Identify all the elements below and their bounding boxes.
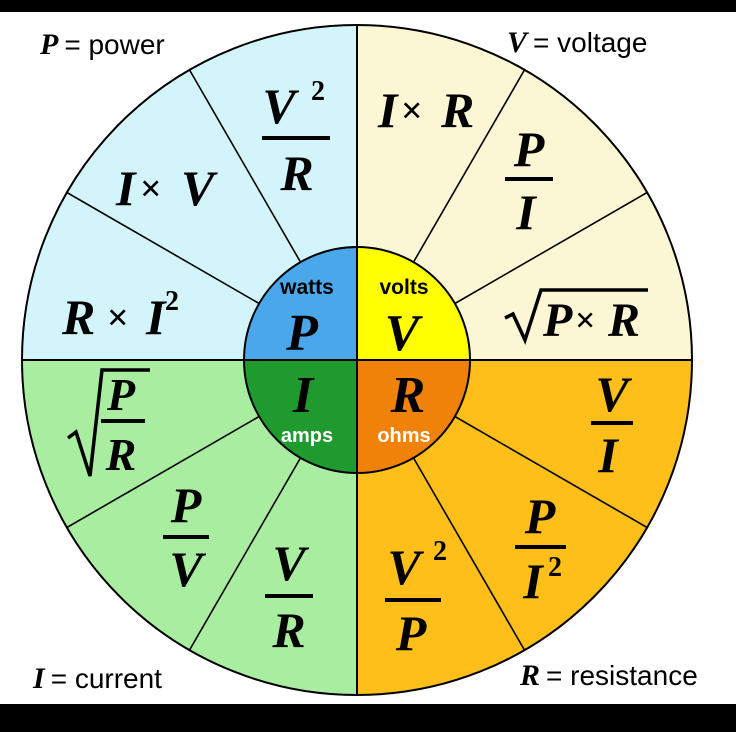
formula-voltage-sqrt-p-times-r: P × R	[504, 288, 648, 347]
svg-text:×: ×	[575, 300, 596, 340]
spoke	[188, 457, 302, 651]
svg-text:×: ×	[140, 168, 162, 210]
svg-text:V: V	[169, 541, 206, 597]
spoke	[454, 191, 648, 305]
svg-text:R: R	[607, 294, 640, 347]
legend-text: = voltage	[533, 27, 647, 58]
center-labels: watts P volts V I amps R ohms	[279, 276, 431, 447]
svg-text:I: I	[515, 184, 537, 240]
spoke	[188, 69, 302, 263]
legend-power: P= power	[39, 28, 165, 61]
svg-text:2: 2	[311, 76, 325, 107]
legend-current: I= current	[32, 662, 162, 695]
svg-text:R: R	[105, 429, 137, 480]
quadrant-resistance	[357, 360, 692, 695]
svg-text:P: P	[170, 477, 202, 533]
svg-text:I: I	[522, 553, 544, 609]
svg-text:V: V	[595, 366, 632, 422]
legend-resistance: R= resistance	[519, 659, 698, 692]
svg-text:P: P	[106, 369, 136, 420]
center-symbol-r: R	[390, 367, 426, 424]
unit-watts: watts	[279, 276, 334, 299]
formula-power-v2-over-r: V 2 R	[262, 76, 330, 201]
formula-power-r-times-i2: R × I 2	[61, 286, 179, 345]
svg-text:I: I	[145, 289, 167, 345]
svg-text:R: R	[61, 289, 95, 345]
quadrant-voltage	[357, 25, 692, 360]
corner-legends: P= power V= voltage I= current R= resist…	[32, 26, 698, 695]
formula-voltage-i-times-r: I × R	[377, 82, 474, 138]
formula-resistance-p-over-i2: P I 2	[515, 488, 566, 609]
center-symbol-v: V	[385, 305, 424, 362]
formula-current-p-over-v: P V	[163, 477, 209, 597]
formula-current-v-over-r: V R	[265, 535, 313, 658]
center-power	[244, 247, 357, 360]
svg-text:I: I	[377, 82, 399, 138]
center-symbol-i: I	[292, 367, 315, 424]
svg-text:I: I	[115, 160, 137, 216]
svg-text:R: R	[271, 602, 305, 658]
svg-text:P: P	[395, 605, 427, 661]
svg-text:P: P	[513, 121, 545, 177]
legend-symbol: V	[507, 26, 530, 59]
legend-text: = resistance	[546, 660, 698, 691]
quadrant-power	[22, 25, 357, 360]
formula-power-i-times-v: I × V	[115, 160, 218, 216]
formulas: V 2 R I × V R × I 2 I × R P I	[61, 76, 648, 661]
svg-text:P: P	[542, 294, 573, 347]
legend-symbol: P	[39, 28, 59, 61]
unit-ohms: ohms	[377, 425, 430, 447]
legend-text: = current	[51, 663, 162, 694]
svg-text:2: 2	[433, 536, 447, 567]
svg-text:V: V	[181, 160, 218, 216]
legend-text: = power	[64, 29, 164, 60]
spoke	[66, 415, 260, 529]
unit-volts: volts	[379, 276, 428, 299]
svg-text:V: V	[262, 78, 299, 134]
spokes	[66, 69, 648, 651]
legend-symbol: R	[519, 659, 540, 692]
center-resistance	[357, 360, 470, 473]
spoke	[66, 191, 260, 305]
unit-amps: amps	[281, 425, 333, 447]
legend-symbol: I	[32, 662, 46, 695]
svg-text:×: ×	[401, 90, 423, 132]
svg-text:V: V	[272, 535, 309, 591]
svg-text:I: I	[597, 427, 619, 483]
svg-text:P: P	[524, 488, 556, 544]
formula-resistance-v-over-i: V I	[591, 366, 633, 483]
formula-voltage-p-over-i: P I	[505, 121, 553, 240]
center-current	[244, 360, 357, 473]
quadrant-current	[22, 360, 357, 695]
legend-voltage: V= voltage	[507, 26, 647, 59]
center-voltage	[357, 247, 470, 360]
svg-text:2: 2	[548, 552, 562, 583]
svg-text:2: 2	[165, 286, 179, 317]
svg-text:R: R	[440, 82, 474, 138]
svg-text:R: R	[279, 145, 313, 201]
formula-current-sqrt-p-over-r: P R	[66, 368, 150, 480]
center-symbol-p: P	[285, 305, 319, 362]
formula-resistance-v2-over-p: V 2 P	[385, 536, 447, 661]
spoke	[454, 415, 648, 529]
svg-text:V: V	[387, 539, 424, 595]
spoke	[412, 69, 526, 263]
spoke	[412, 457, 526, 651]
svg-text:×: ×	[107, 297, 129, 339]
